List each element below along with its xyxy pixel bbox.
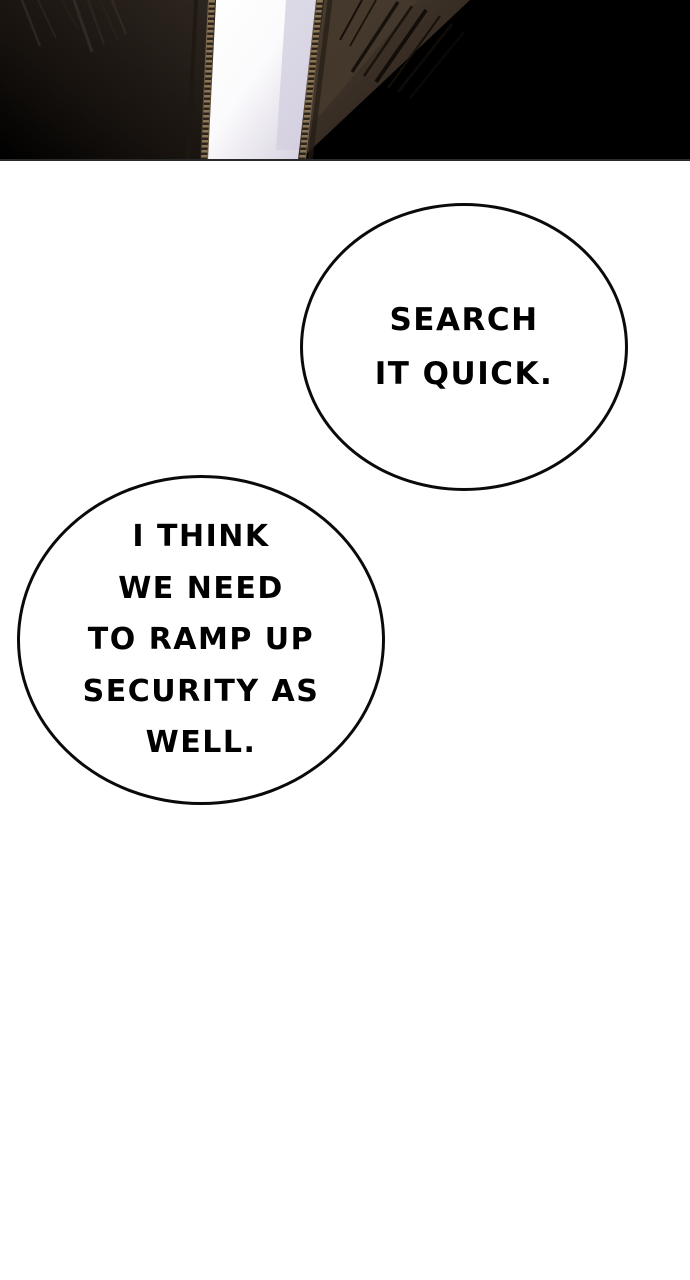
jacket-illustration (0, 0, 690, 160)
jacket-left-fold (186, 0, 198, 160)
speech-bubble-search-text: SEARCH IT QUICK. (374, 301, 554, 392)
jacket-right-fold (307, 0, 333, 160)
zipper-left-teeth (201, 0, 215, 160)
speech-bubble-search: SEARCH IT QUICK. (300, 203, 628, 491)
shirt-shadow (276, 0, 318, 150)
speech-bubble-security-text: I THINK WE NEED TO RAMP UP SECURITY AS W… (82, 519, 320, 761)
jacket-left-panel (0, 0, 212, 160)
left-brush-strokes (20, 0, 128, 53)
speech-bubble-security: I THINK WE NEED TO RAMP UP SECURITY AS W… (17, 475, 385, 805)
zipper-right-teeth (299, 0, 323, 160)
panel-divider (0, 159, 690, 161)
right-brush-strokes (339, 0, 466, 99)
comic-art-panel (0, 0, 690, 160)
